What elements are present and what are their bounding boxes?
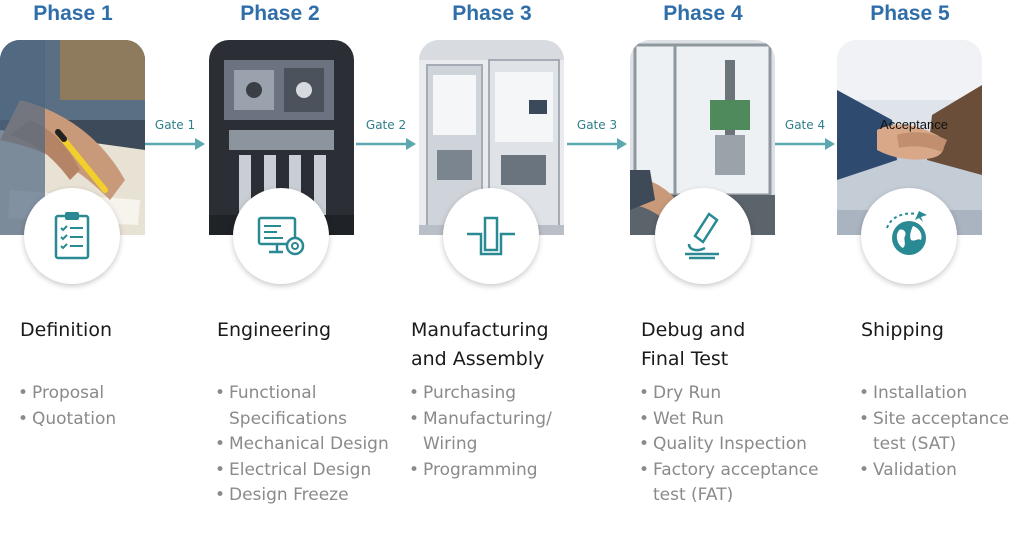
list-item: Factory acceptance test (FAT): [639, 458, 844, 509]
list-item: Quotation: [18, 407, 198, 433]
list-item: Quality Inspection: [639, 432, 844, 458]
phase-5-heading: Shipping: [861, 319, 944, 341]
phase-3-heading: Manufacturing and Assembly: [411, 319, 549, 370]
phase-2-title: Phase 2: [240, 2, 320, 25]
handshake-photo: [837, 40, 982, 235]
list-item: Wet Run: [639, 407, 844, 433]
phase-1-icon-circle: [24, 188, 120, 284]
phase-1-heading: Definition: [20, 319, 113, 341]
assembly-well-icon: [467, 216, 515, 256]
phase-4-icon-circle: [655, 188, 751, 284]
gate-1-arrow: Gate 1: [143, 118, 207, 154]
gate-2-label: Gate 2: [365, 118, 407, 132]
list-item: Electrical Design: [215, 458, 411, 484]
phase-5-list: Installation Site acceptance test (SAT) …: [859, 381, 1024, 483]
gate-3-label: Gate 3: [576, 118, 618, 132]
phase-4-title: Phase 4: [663, 2, 743, 25]
phase-1-title: Phase 1: [33, 2, 113, 25]
acceptance-label: Acceptance: [880, 117, 948, 132]
phase-5-icon-circle: [861, 188, 957, 284]
list-item: Site acceptance test (SAT): [859, 407, 1024, 458]
globe-plane-icon: [886, 211, 927, 255]
phase-2-icon-circle: [233, 188, 329, 284]
gate-3-arrow: Gate 3: [565, 118, 629, 154]
list-item: Proposal: [18, 381, 198, 407]
list-item: Design Freeze: [215, 483, 411, 509]
phase-5-title: Phase 5: [870, 2, 950, 25]
arrow-right-icon: [145, 138, 205, 150]
list-item: Functional Specifications: [215, 381, 411, 432]
phase-2-list: Functional Specifications Mechanical Des…: [215, 381, 411, 509]
list-item: Purchasing: [409, 381, 584, 407]
phase-3-title: Phase 3: [452, 2, 532, 25]
gate-4-arrow: Gate 4: [773, 118, 837, 154]
microscope-icon: [685, 212, 719, 260]
list-item: Manufacturing/ Wiring: [409, 407, 584, 458]
phase-4-list: Dry Run Wet Run Quality Inspection Facto…: [639, 381, 844, 509]
arrow-right-icon: [356, 138, 416, 150]
phase-2-heading: Engineering: [217, 319, 331, 341]
list-item: Dry Run: [639, 381, 844, 407]
list-item: Installation: [859, 381, 1024, 407]
phase-1-list: Proposal Quotation: [18, 381, 198, 432]
list-item: Programming: [409, 458, 584, 484]
test-station-photo: [630, 40, 775, 235]
arrow-right-icon: [775, 138, 835, 150]
gate-4-label: Gate 4: [784, 118, 826, 132]
clipboard-checklist-icon: [54, 212, 90, 260]
gate-2-arrow: Gate 2: [354, 118, 418, 154]
list-item: Validation: [859, 458, 1024, 484]
arrow-right-icon: [567, 138, 627, 150]
phase-4-heading: Debug and Final Test: [641, 319, 746, 370]
phase-3-icon-circle: [443, 188, 539, 284]
phase-3-list: Purchasing Manufacturing/ Wiring Program…: [409, 381, 584, 483]
gate-1-label: Gate 1: [154, 118, 196, 132]
computer-gear-icon: [257, 216, 305, 256]
list-item: Mechanical Design: [215, 432, 411, 458]
